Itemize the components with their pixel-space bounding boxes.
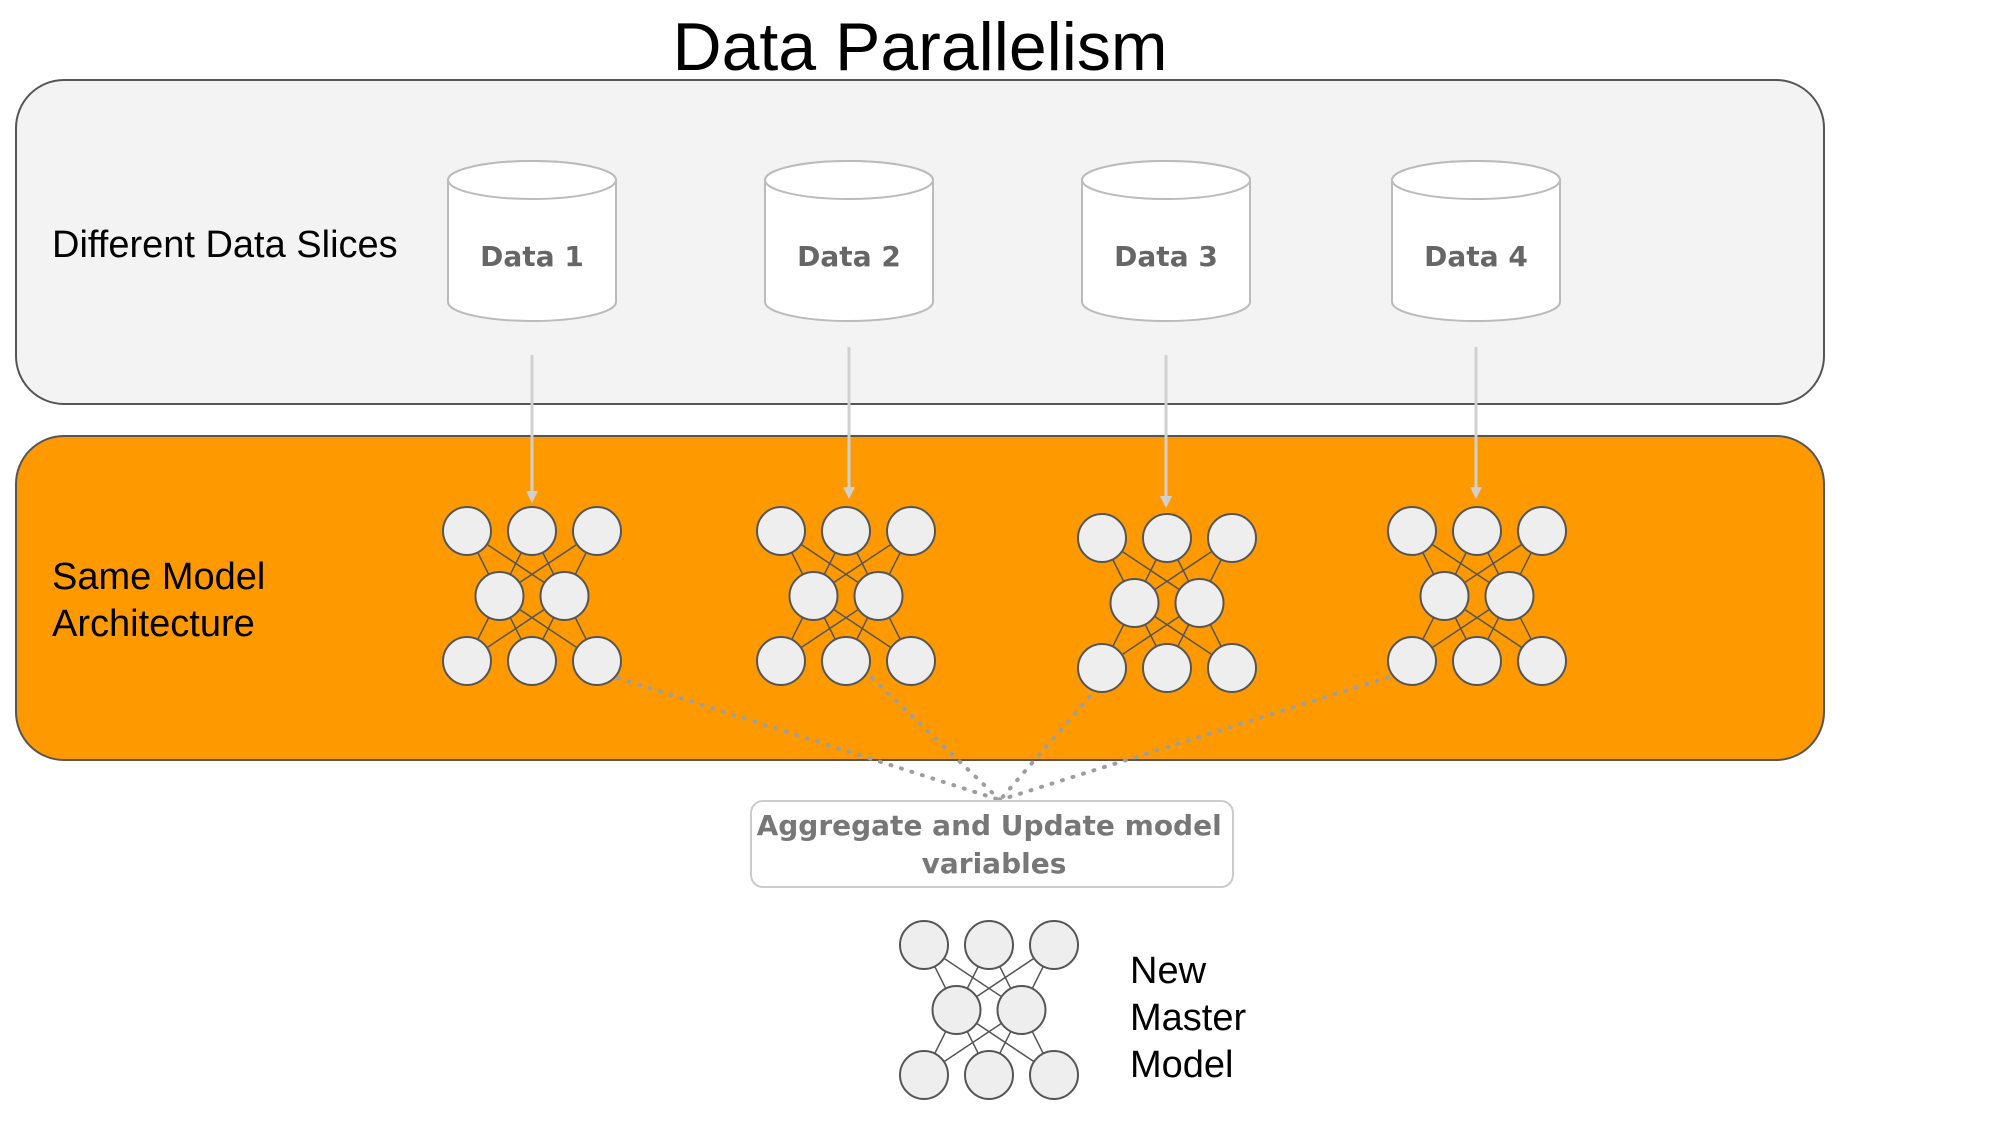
network-node <box>1174 578 1225 628</box>
model-replica-4 <box>1387 506 1567 686</box>
database-cylinder-1: Data 1 <box>447 160 617 322</box>
network-node <box>1419 571 1470 621</box>
network-node <box>507 636 557 686</box>
network-node <box>1387 636 1437 686</box>
network-node <box>1517 506 1567 556</box>
model-architecture-label-line2: Architecture <box>52 603 255 645</box>
diagram-title: Data Parallelism <box>672 9 1167 85</box>
network-node <box>539 571 590 621</box>
database-label: Data 4 <box>1424 240 1528 273</box>
aggregate-box <box>750 800 1234 888</box>
master-model-label-line1: New <box>1130 950 1207 992</box>
network-node <box>886 506 936 556</box>
network-node <box>1452 506 1502 556</box>
aggregation-line-1 <box>616 676 1002 802</box>
network-node <box>1077 643 1127 693</box>
network-node <box>572 506 622 556</box>
network-node <box>886 636 936 686</box>
network-node <box>1142 643 1192 693</box>
database-cylinder-top <box>447 160 617 200</box>
network-node <box>756 636 806 686</box>
network-node <box>1077 513 1127 563</box>
database-cylinder-top <box>1081 160 1251 200</box>
master-model-label-line2: Master <box>1130 997 1246 1039</box>
network-node <box>964 1050 1014 1100</box>
model-replica-3 <box>1077 513 1257 693</box>
network-node <box>931 985 982 1035</box>
network-node <box>572 636 622 686</box>
network-node <box>1517 636 1567 686</box>
network-node <box>899 1050 949 1100</box>
model-replica-1 <box>442 506 622 686</box>
network-node <box>1452 636 1502 686</box>
network-node <box>1029 1050 1079 1100</box>
aggregate-text-line2: variables <box>922 847 1067 880</box>
network-node <box>1142 513 1192 563</box>
model-architecture-panel <box>15 435 1825 761</box>
network-node <box>442 506 492 556</box>
aggregation-line-4 <box>998 662 1432 802</box>
data-slices-label: Different Data Slices <box>52 224 398 266</box>
network-node <box>1029 920 1079 970</box>
database-cylinder-top <box>1391 160 1561 200</box>
network-node <box>821 506 871 556</box>
network-node <box>853 571 904 621</box>
database-cylinder-3: Data 3 <box>1081 160 1251 322</box>
database-label: Data 2 <box>797 240 901 273</box>
data-arrows <box>526 347 1482 508</box>
aggregation-line-2 <box>870 676 1002 802</box>
network-node <box>788 571 839 621</box>
database-cylinder-top <box>764 160 934 200</box>
database-label: Data 1 <box>480 240 584 273</box>
model-replica-2 <box>756 506 936 686</box>
model-architecture-label: Same Model Architecture <box>52 556 276 645</box>
network-node <box>474 571 525 621</box>
master-model-label: New Master Model <box>1130 950 1257 1086</box>
network-node <box>1109 578 1160 628</box>
model-architecture-label-line1: Same Model <box>52 556 265 598</box>
network-node <box>756 506 806 556</box>
network-node <box>996 985 1047 1035</box>
database-cylinder-2: Data 2 <box>764 160 934 322</box>
master-model-network <box>899 920 1079 1100</box>
network-node <box>442 636 492 686</box>
network-node <box>821 636 871 686</box>
network-node <box>964 920 1014 970</box>
database-cylinder-4: Data 4 <box>1391 160 1561 322</box>
database-label: Data 3 <box>1114 240 1218 273</box>
master-model-label-line3: Model <box>1130 1044 1234 1086</box>
network-node <box>899 920 949 970</box>
aggregation-lines <box>616 662 1432 802</box>
network-node <box>507 506 557 556</box>
network-node <box>1387 506 1437 556</box>
aggregate-text-line1: Aggregate and Update model <box>757 809 1222 842</box>
aggregate-text: Aggregate and Update model variables <box>757 809 1232 880</box>
network-node <box>1207 643 1257 693</box>
network-node <box>1484 571 1535 621</box>
aggregation-line-3 <box>998 686 1099 802</box>
network-node <box>1207 513 1257 563</box>
